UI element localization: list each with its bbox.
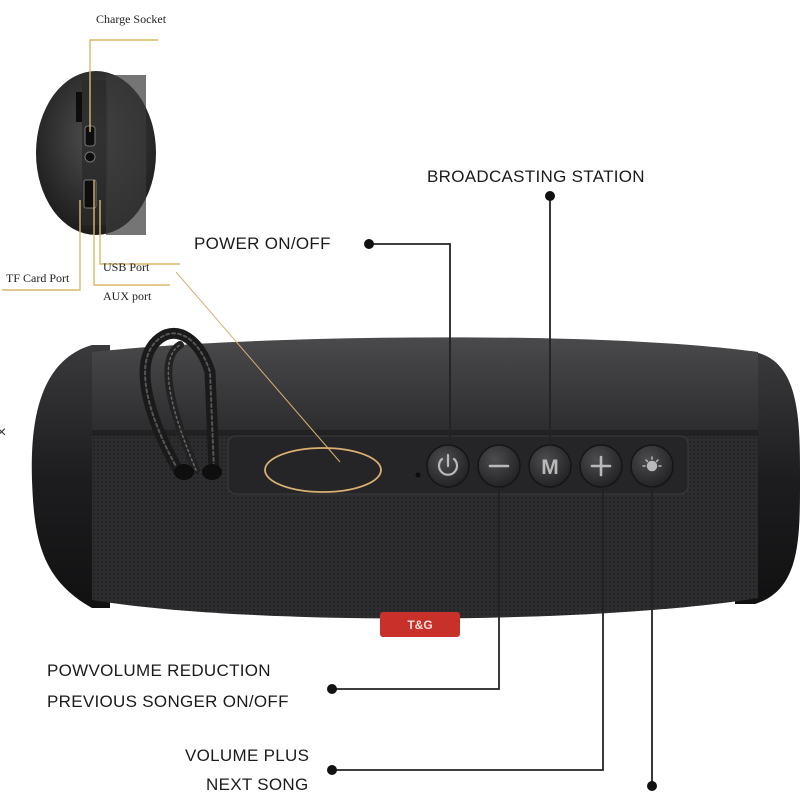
button-callout-lines <box>332 198 653 786</box>
label-usb-port: USB Port <box>103 260 150 274</box>
mode-button[interactable]: M <box>528 444 572 488</box>
lanyard-strap <box>139 327 220 476</box>
label-aux-port: AUX port <box>103 289 152 303</box>
port-highlight-ellipse <box>264 447 382 493</box>
label-power: POWER ON/OFF <box>194 234 331 253</box>
port-pointer-line <box>175 271 341 463</box>
volume-down-button[interactable] <box>477 444 521 488</box>
light-icon <box>642 456 662 472</box>
speaker: T&G <box>31 327 800 637</box>
tf-card-slot <box>76 92 82 122</box>
label-volume-plus: VOLUME PLUS <box>185 746 310 765</box>
label-previous-song: PREVIOUS SONGER ON/OFF <box>47 692 289 711</box>
label-charge-socket: Charge Socket <box>96 12 167 26</box>
brand-badge <box>380 612 460 637</box>
volume-up-button[interactable] <box>579 444 623 488</box>
mode-button-label: M <box>541 456 559 479</box>
brand-badge-text: T&G <box>407 618 432 632</box>
aux-jack <box>84 151 96 163</box>
label-volume-reduction: POWVOLUME REDUCTION <box>47 661 271 680</box>
power-icon <box>437 453 459 476</box>
left-end-cap <box>31 345 110 608</box>
svg-text:×: × <box>0 424 6 441</box>
port-inset <box>36 71 156 235</box>
power-button[interactable] <box>426 444 470 488</box>
usb-port-slot <box>83 179 97 209</box>
label-broadcasting-station: BROADCASTING STATION <box>427 167 645 186</box>
light-button[interactable] <box>630 444 674 488</box>
callout-dots <box>327 191 657 791</box>
port-callout-lines <box>2 39 180 291</box>
label-next-song: NEXT SONG <box>206 775 309 794</box>
top-panel <box>92 337 758 440</box>
plus-icon <box>590 455 612 477</box>
indicator-led <box>415 472 421 478</box>
label-tf-card-port: TF Card Port <box>6 271 70 285</box>
